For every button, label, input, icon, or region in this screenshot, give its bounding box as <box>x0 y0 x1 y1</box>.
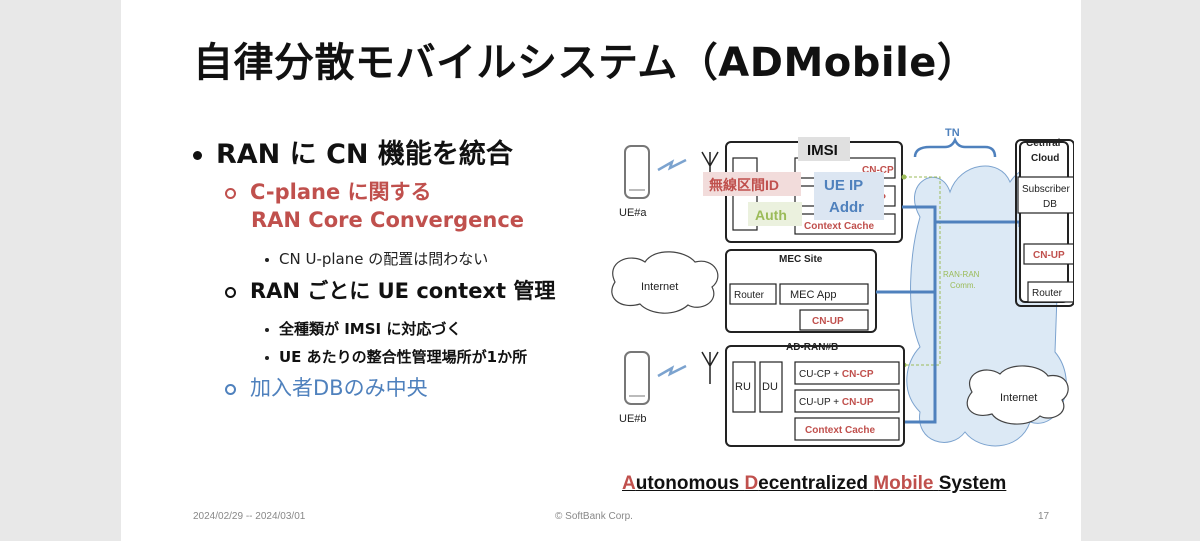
footer-copyright: © SoftBank Corp. <box>555 511 633 522</box>
bullet-imsi: 全種類が IMSI に対応づく <box>265 318 461 339</box>
radio-wave-icon-b <box>657 364 687 378</box>
ru-label: RU <box>735 381 751 393</box>
caption-admobile: Autonomous Decentralized Mobile System <box>622 473 1007 494</box>
auth-tag <box>748 202 802 226</box>
imsi-tag-text: IMSI <box>807 142 838 159</box>
bullet-small-dot <box>265 327 269 332</box>
du-label: DU <box>762 381 778 393</box>
imsi-tag <box>798 137 850 161</box>
central-cloud-l1: Cetnral <box>1026 138 1061 149</box>
footer-page-number: 17 <box>1038 511 1050 522</box>
central-cloud-l2: Cloud <box>1031 153 1059 164</box>
slide-title: 自律分散モバイルシステム（ADMobile） <box>193 40 978 86</box>
bullet-cplane-line1: C-plane に関する <box>250 180 432 204</box>
bullet-cn-uplane-text: CN U-plane の配置は問わない <box>279 250 489 268</box>
central-cloud-box <box>1019 141 1069 303</box>
mec-title: MEC Site <box>779 254 823 265</box>
mec-router: Router <box>734 290 765 301</box>
subscriber-db-l1: Subscriber <box>1022 184 1070 195</box>
footer-date: 2024/02/29 -- 2024/03/01 <box>193 511 306 522</box>
ran-ran-l1: RAN-RAN <box>943 270 980 279</box>
central-router: Router <box>1032 288 1063 299</box>
mec-cn-up: CN-UP <box>812 316 844 327</box>
cn-cp-a: CN-CP <box>862 165 894 176</box>
internet-cloud-left <box>611 251 719 314</box>
bullet-small-dot <box>265 257 269 262</box>
bullet-imsi-text: 全種類が IMSI に対応づく <box>279 320 462 338</box>
radio-id-tag <box>703 172 801 196</box>
bullet-dot <box>193 151 202 160</box>
bullet-ring <box>225 383 236 395</box>
architecture-diagram: TN UE#a A CN-CP UP Context Cache IMSI 無線… <box>611 127 1074 447</box>
ue-b-label: UE#b <box>619 413 647 425</box>
bullet-consistency-text: UE あたりの整合性管理場所が1か所 <box>279 348 528 366</box>
bullet-cplane-line2: RAN Core Convergence <box>251 208 525 232</box>
ran-ran-l2: Comm. <box>950 281 976 290</box>
ue-ip-tag <box>814 172 884 220</box>
bullet-cplane: C-plane に関する <box>225 178 432 206</box>
tn-label: TN <box>945 127 960 139</box>
bullet-small-dot <box>265 355 269 360</box>
bullet-subscriber-db: 加入者DBのみ中央 <box>225 374 428 402</box>
ad-ran-b-title: AD-RAN#B <box>786 342 838 353</box>
internet-right-label: Internet <box>1000 392 1037 404</box>
ue-ip-tag-l1: UE IP <box>824 177 863 194</box>
bullet-ran-cn-text: RAN に CN 機能を統合 <box>216 139 513 170</box>
internet-left-label: Internet <box>641 281 678 293</box>
ue-a-phone-icon <box>624 145 650 199</box>
bullet-subscriber-db-text: 加入者DBのみ中央 <box>250 376 428 400</box>
bullet-ue-context: RAN ごとに UE context 管理 <box>225 277 555 305</box>
bullet-ring <box>225 187 236 199</box>
bullet-cn-uplane: CN U-plane の配置は問わない <box>265 248 488 269</box>
auth-tag-text: Auth <box>755 207 787 223</box>
tn-link <box>876 205 1022 424</box>
central-cn-up: CN-UP <box>1033 250 1065 261</box>
context-cache-a: Context Cache <box>804 221 874 232</box>
bullet-ring <box>225 286 236 298</box>
tn-brace <box>913 136 997 158</box>
cu-up-line: CU-UP + CN-UP <box>799 397 874 408</box>
radio-id-tag-text: 無線区間ID <box>709 177 779 193</box>
subscriber-db-l2: DB <box>1043 199 1057 210</box>
internet-cloud-right <box>966 365 1069 425</box>
mec-app: MEC App <box>790 289 836 301</box>
bullet-consistency: UE あたりの整合性管理場所が1か所 <box>265 346 527 367</box>
ue-ip-tag-l2: Addr <box>829 199 864 216</box>
ran-ran-link <box>904 176 941 366</box>
ue-b-phone-icon <box>624 351 650 405</box>
ue-a-label: UE#a <box>619 207 647 219</box>
slide: 自律分散モバイルシステム（ADMobile） RAN に CN 機能を統合 C-… <box>121 0 1081 541</box>
radio-wave-icon-a <box>657 158 687 172</box>
bullet-ran-cn: RAN に CN 機能を統合 <box>193 132 513 171</box>
antenna-icon-b <box>701 351 719 384</box>
cu-cp-line: CU-CP + CN-CP <box>799 369 874 380</box>
context-cache-b: Context Cache <box>805 425 875 436</box>
bullet-ue-context-text: RAN ごとに UE context 管理 <box>250 279 556 303</box>
